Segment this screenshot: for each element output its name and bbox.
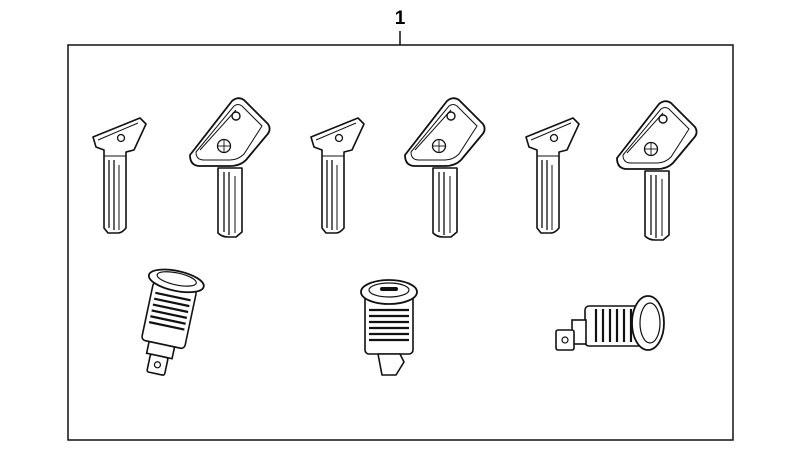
lock-cylinder-icon <box>141 268 205 376</box>
diagram-frame <box>67 44 734 441</box>
flat-key-icon <box>310 117 365 234</box>
bmw-logo-key-icon <box>404 97 486 238</box>
callout-number: 1 <box>394 8 406 29</box>
lock-cylinder-icon <box>360 279 418 376</box>
lock-cylinder-icon <box>555 295 665 351</box>
flat-key-icon <box>92 117 147 234</box>
bmw-logo-key-icon <box>616 100 698 241</box>
bmw-logo-key-icon <box>189 97 271 238</box>
flat-key-icon <box>525 117 580 234</box>
